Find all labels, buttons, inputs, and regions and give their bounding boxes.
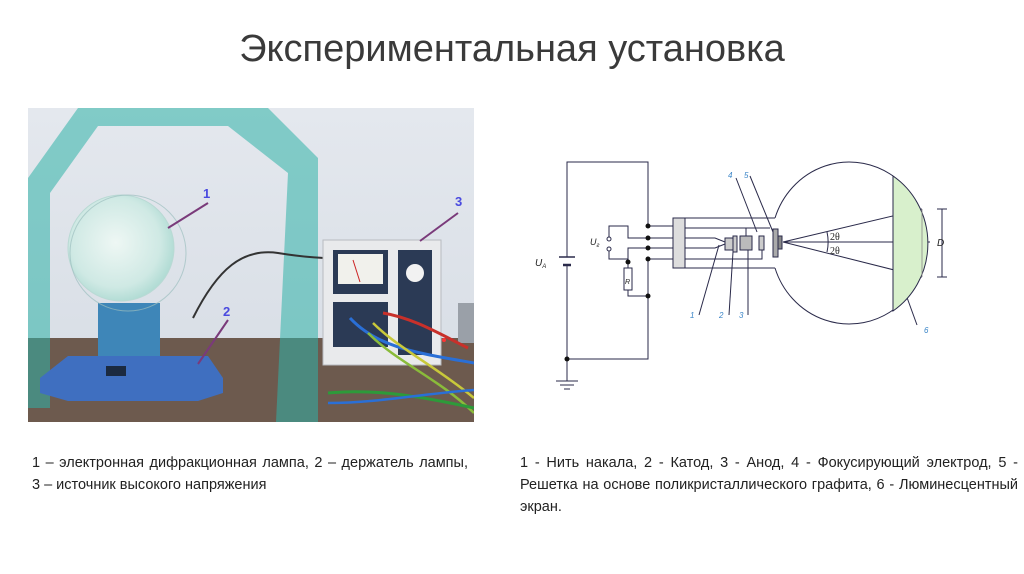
tube-circuit-diagram: UA Uг R 2θ 2θ D 1 2 3 4 5 6 bbox=[535, 161, 947, 390]
svg-text:UA: UA bbox=[535, 258, 546, 270]
diagram-label-5: 5 bbox=[744, 171, 749, 180]
luminescent-screen bbox=[892, 175, 929, 312]
photo-caption: 1 – электронная дифракционная лампа, 2 –… bbox=[32, 455, 468, 493]
photo-label-3: 3 bbox=[455, 194, 462, 209]
diagram-caption: 1 - Нить накала, 2 - Катод, 3 - Анод, 4 … bbox=[520, 455, 1018, 515]
angle-label-bottom: 2θ bbox=[830, 246, 840, 257]
diffraction-tube bbox=[67, 194, 175, 302]
glass-shield bbox=[28, 108, 318, 422]
resistor-label: R bbox=[625, 279, 630, 286]
photo-label-1: 1 bbox=[203, 186, 210, 201]
diagram-label-3: 3 bbox=[739, 311, 744, 320]
angle-label-top: 2θ bbox=[830, 232, 840, 243]
experimental-setup-photo: 1 2 3 bbox=[28, 108, 474, 422]
lamp-holder bbox=[40, 303, 223, 401]
anode-voltage-label: U bbox=[535, 258, 543, 269]
filament-voltage-label: U bbox=[590, 237, 597, 247]
diagram-label-2: 2 bbox=[718, 311, 724, 320]
svg-text:Uг: Uг bbox=[590, 237, 600, 249]
diagram-label-4: 4 bbox=[728, 171, 733, 180]
diagram-label-6: 6 bbox=[924, 326, 929, 335]
diagram-label-1: 1 bbox=[690, 311, 694, 320]
diameter-label: D bbox=[937, 238, 944, 249]
photo-label-2: 2 bbox=[223, 304, 230, 319]
slide-title: Экспериментальная установка bbox=[239, 28, 785, 70]
